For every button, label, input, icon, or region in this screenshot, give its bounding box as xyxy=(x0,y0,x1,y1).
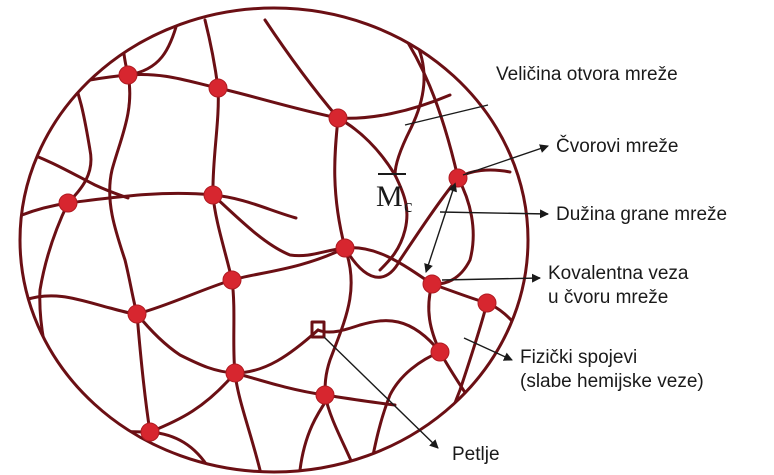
crosslink-node xyxy=(336,239,354,257)
crosslink-node xyxy=(223,271,241,289)
crosslink-node xyxy=(316,386,334,404)
crosslink-node xyxy=(209,79,227,97)
crosslink-node xyxy=(449,169,467,187)
mesh-size-label: Veličina otvora mreže xyxy=(496,64,678,85)
loops-label: Petlje xyxy=(452,444,500,465)
crosslink-node xyxy=(423,275,441,293)
covalent-bond-label-line1: Kovalentna veza xyxy=(548,263,689,284)
network-nodes-label: Čvorovi mreže xyxy=(556,135,678,157)
branch-length-arrow xyxy=(440,212,548,214)
mc-symbol: M c xyxy=(376,174,412,217)
covalent-bond-label-line2: u čvoru mreže xyxy=(548,287,668,308)
polymer-chains xyxy=(20,20,520,470)
crosslink-node xyxy=(478,294,496,312)
crosslink-node xyxy=(141,423,159,441)
crosslink-node xyxy=(119,66,137,84)
mc-subscript: c xyxy=(404,196,412,217)
physical-junction-label-line1: Fizički spojevi xyxy=(520,347,637,368)
crosslink-node xyxy=(204,186,222,204)
crosslink-node xyxy=(226,364,244,382)
crosslink-node xyxy=(329,109,347,127)
crosslink-node xyxy=(431,343,449,361)
crosslink-node xyxy=(59,194,77,212)
loops-arrow xyxy=(324,337,438,448)
branch-length-label: Dužina grane mreže xyxy=(556,204,727,225)
mc-letter: M xyxy=(376,180,403,213)
physical-junction-label-line2: (slabe hemijske veze) xyxy=(520,371,704,392)
crosslink-node xyxy=(128,305,146,323)
